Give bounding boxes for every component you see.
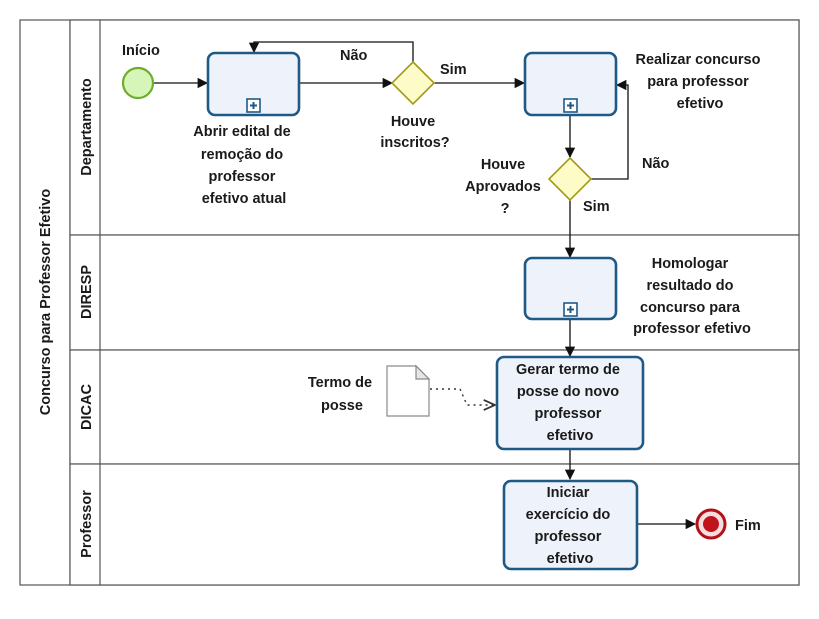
data-object-termo-posse[interactable]: [386, 364, 431, 417]
start-event[interactable]: [121, 66, 155, 100]
flow-label-inscritos-sim: Sim: [440, 62, 467, 78]
subprocess-marker-icon: [563, 302, 578, 317]
task-realizar-concurso[interactable]: [523, 51, 618, 117]
lane-dicac: DICAC: [69, 349, 800, 465]
flow-aprovados-nao: [591, 79, 629, 180]
task-iniciar-exercicio[interactable]: [502, 479, 639, 571]
pool-title: Concurso para Professor Efetivo: [38, 189, 54, 416]
sequence-flows: [154, 41, 697, 530]
gateway-houve-inscritos-label: Houve inscritos?: [380, 114, 449, 151]
task-homologar-resultado-label: Homologar resultado do concurso para pro…: [633, 256, 751, 337]
end-event[interactable]: [695, 508, 727, 540]
lane-label-diresp: DIRESP: [79, 265, 95, 319]
association-termo-to-gerar: [430, 388, 495, 405]
lane-label-dicac: DICAC: [79, 384, 95, 430]
task-gerar-termo-label: Gerar termo de posse do novo professor e…: [516, 362, 624, 444]
flow-label-aprovados-sim: Sim: [583, 199, 610, 215]
lane-label-professor: Professor: [79, 490, 95, 558]
flow-label-inscritos-nao: Não: [340, 48, 368, 64]
gateway-houve-inscritos[interactable]: [390, 60, 436, 106]
lane-label-departamento: Departamento: [79, 78, 95, 176]
task-abrir-edital-label: Abrir edital de remoção do professor efe…: [193, 124, 295, 207]
start-event-label: Início: [122, 43, 160, 59]
lane-diresp: DIRESP: [69, 234, 800, 351]
flow-inscritos-nao: [248, 41, 414, 62]
task-realizar-concurso-label: Realizar concurso para professor efetivo: [636, 52, 765, 112]
task-abrir-edital[interactable]: [206, 51, 301, 117]
task-gerar-termo[interactable]: [495, 355, 645, 451]
task-iniciar-exercicio-label: Iniciar exercício do professor efetivo: [526, 485, 615, 567]
end-event-label: Fim: [735, 518, 761, 534]
data-object-termo-posse-label: Termo de posse: [308, 375, 376, 414]
gateway-houve-aprovados[interactable]: [547, 156, 593, 202]
task-homologar-resultado[interactable]: [523, 256, 618, 321]
subprocess-marker-icon: [246, 98, 261, 113]
gateway-houve-aprovados-label: Houve Aprovados ?: [465, 157, 545, 217]
subprocess-marker-icon: [563, 98, 578, 113]
flow-label-aprovados-nao: Não: [642, 156, 670, 172]
